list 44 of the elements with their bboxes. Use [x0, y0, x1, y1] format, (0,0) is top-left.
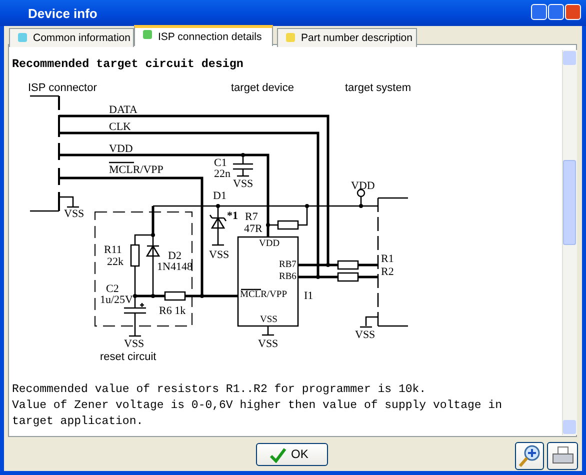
component-label: R6 1k: [159, 305, 186, 317]
note-mark: *1: [227, 210, 238, 222]
component-value: 22n: [214, 168, 230, 180]
heading: Recommended target circuit design: [12, 57, 244, 72]
component-label: C1: [214, 157, 227, 169]
ground-label: VSS: [209, 249, 230, 261]
component-value: 22k: [107, 256, 124, 268]
component-label: D2: [168, 250, 182, 262]
pin-label: RB6: [279, 272, 296, 283]
signal-label: MCLR/VPP: [109, 164, 164, 176]
note-text: Value of Zener voltage is 0-0,6V higher then value of supply voltage in target application.: [12, 398, 503, 429]
component-value: 47R: [244, 223, 262, 235]
component-label: R11: [104, 244, 122, 256]
ground-label: VSS: [355, 329, 376, 341]
section-label: target system: [345, 82, 412, 95]
section-label: target device: [231, 82, 294, 95]
pin-label: MCLR/VPP: [240, 290, 287, 301]
signal-label: VDD: [109, 143, 133, 155]
tab: Part number description: [277, 28, 417, 47]
section-label: reset circuit: [100, 351, 156, 364]
supply-label: VDD: [351, 180, 375, 192]
ok-button: OK: [256, 443, 328, 466]
signal-label: DATA: [109, 104, 138, 116]
pin-label: VDD: [259, 239, 280, 250]
component-label: R2: [381, 266, 394, 278]
component-label: R1: [381, 253, 394, 265]
ground-label: VSS: [233, 178, 254, 190]
note-text: Recommended value of resistors R1..R2 for programmer is 10k.: [12, 382, 426, 398]
pin-label: RB7: [279, 260, 296, 271]
section-label: ISP connector: [28, 82, 97, 95]
component-label: D1: [213, 190, 226, 202]
component-value: 1u/25V: [100, 294, 133, 306]
ground-label: VSS: [124, 338, 144, 350]
signal-label: CLK: [109, 121, 131, 133]
window-title: Device info: [28, 6, 98, 21]
pin-label: VSS: [260, 315, 278, 326]
tab: Common information: [9, 28, 134, 47]
tab: ISP connection details: [134, 25, 273, 46]
component-value: 1N4148: [157, 261, 192, 273]
ground-label: VSS: [64, 208, 84, 220]
ground-label: VSS: [258, 338, 278, 350]
component-label: I1: [304, 290, 314, 302]
component-label: C2: [106, 283, 119, 295]
component-label: R7: [245, 211, 258, 223]
